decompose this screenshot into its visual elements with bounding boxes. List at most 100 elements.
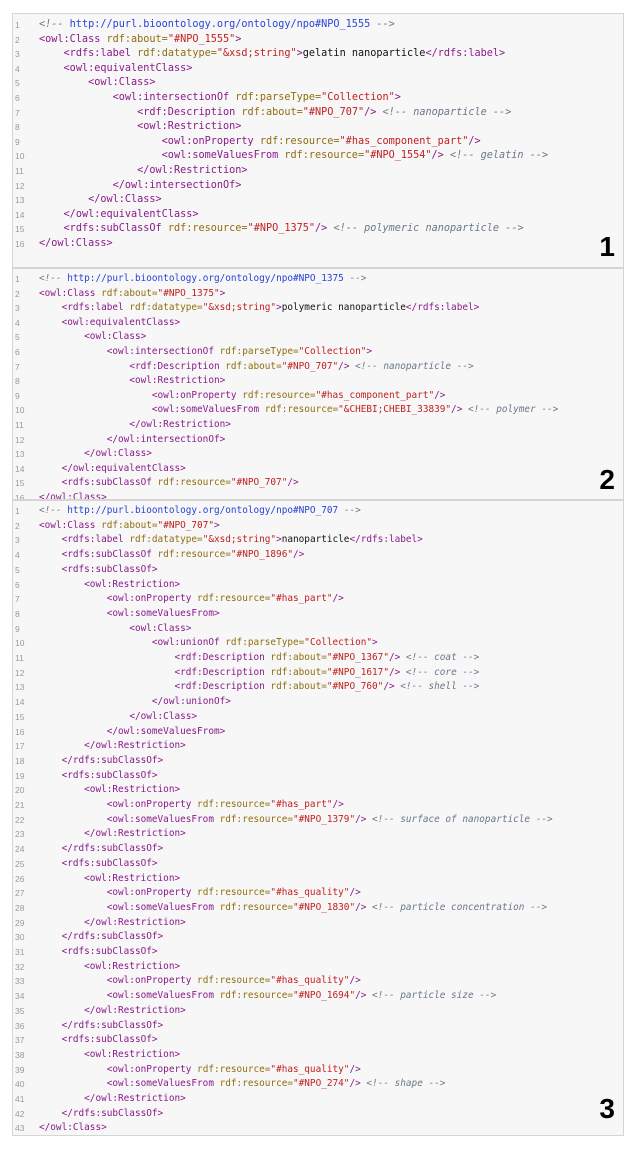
code-panel-1: 1 <!-- http://purl.bioontology.org/ontolo… — [12, 13, 624, 268]
code-line: 8 <owl:someValuesFrom> — [13, 607, 623, 621]
code-token: /> — [451, 404, 463, 416]
line-number: 6 — [15, 579, 20, 590]
code-text: <owl:Restriction> — [39, 872, 180, 886]
code-line: 13 </owl:Class> — [13, 193, 623, 207]
line-number: 15 — [15, 711, 25, 722]
code-token: rdf:parseType= — [219, 346, 299, 357]
code-text: </owl:Restriction> — [39, 418, 231, 432]
code-token: <owl:onProperty — [161, 135, 260, 147]
code-token: </owl:Class> — [84, 448, 152, 460]
code-text: <rdfs:subClassOf> — [39, 563, 158, 577]
line-number: 40 — [15, 1079, 25, 1090]
code-token: "#NPO_1554" — [364, 150, 432, 162]
line-number: 13 — [15, 682, 25, 693]
code-line: 7 <owl:onProperty rdf:resource="#has_par… — [13, 592, 623, 606]
code-text: <rdfs:subClassOf rdf:resource="#NPO_1896… — [39, 548, 305, 562]
code-token: </owl:Class> — [39, 492, 107, 500]
code-text: <owl:someValuesFrom rdf:resource="#NPO_1… — [39, 813, 553, 827]
code-token — [39, 917, 84, 928]
code-line: 4 <owl:equivalentClass> — [13, 316, 623, 330]
code-text: <rdfs:subClassOf rdf:resource="#NPO_707"… — [39, 476, 299, 490]
line-number: 1 — [15, 20, 20, 30]
code-line: 15 <rdfs:subClassOf rdf:resource="#NPO_7… — [13, 476, 623, 490]
code-token — [39, 623, 129, 634]
code-token: "#has_quality" — [270, 975, 350, 987]
code-token: rdf:resource= — [219, 813, 293, 825]
code-line: 8 <owl:Restriction> — [13, 374, 623, 388]
code-token: </owl:Restriction> — [129, 419, 231, 430]
code-token: <owl:Restriction> — [84, 1048, 181, 1060]
code-line: 3 <rdfs:label rdf:datatype="&xsd;string"… — [13, 301, 623, 315]
code-text: </owl:Class> — [39, 193, 162, 207]
code-line: 15 <rdfs:subClassOf rdf:resource="#NPO_1… — [13, 222, 623, 236]
code-token — [39, 1093, 84, 1104]
code-token: <owl:Restriction> — [84, 872, 181, 884]
code-token: </owl:equivalentClass> — [61, 462, 186, 474]
code-line: 9 <owl:onProperty rdf:resource="#has_com… — [13, 135, 623, 149]
code-line: 16</owl:Class> — [13, 237, 623, 251]
line-number: 20 — [15, 785, 25, 796]
code-token: <rdfs:label — [61, 534, 130, 546]
code-token — [39, 667, 174, 678]
code-token: <rdf:Description — [174, 666, 271, 678]
code-text: </owl:Restriction> — [39, 164, 247, 178]
code-panel-2: 1<!-- http://purl.bioontology.org/ontolo… — [12, 268, 624, 500]
code-line: 5 <owl:Class> — [13, 330, 623, 344]
code-token — [39, 637, 152, 648]
code-token: </owl:someValuesFrom> — [106, 725, 226, 737]
code-token: <rdfs:subClassOf> — [61, 769, 158, 781]
code-line: 14 </owl:unionOf> — [13, 695, 623, 709]
code-token: --> — [343, 273, 367, 284]
code-text: <owl:someValuesFrom> — [39, 607, 220, 621]
code-text: </owl:Class> — [39, 447, 152, 461]
code-token — [39, 448, 84, 459]
code-text: </owl:Restriction> — [39, 916, 186, 930]
code-token: <owl:someValuesFrom — [161, 150, 285, 162]
code-token: rdf:resource= — [197, 887, 271, 899]
code-token: <owl:Class — [39, 33, 107, 45]
code-token: <!-- shape --> — [360, 1078, 446, 1090]
line-number: 4 — [15, 550, 20, 561]
line-number: 27 — [15, 888, 25, 899]
line-number: 18 — [15, 755, 25, 766]
line-number: 35 — [15, 1005, 25, 1016]
code-token: "#NPO_1617" — [326, 666, 389, 678]
code-text: <owl:onProperty rdf:resource="#has_part"… — [39, 592, 344, 606]
code-token: <!-- — [39, 19, 70, 30]
code-token — [39, 696, 152, 707]
panel-number-2: 2 — [599, 464, 615, 495]
code-line: 6 <owl:Restriction> — [13, 578, 623, 592]
code-token: <owl:Class — [39, 287, 102, 299]
code-token: <!-- nanoparticle --> — [349, 360, 474, 372]
code-token — [39, 564, 62, 575]
line-number: 12 — [15, 434, 25, 445]
line-number: 8 — [15, 376, 20, 387]
code-token: /> — [355, 901, 367, 913]
code-token: <owl:onProperty — [106, 975, 198, 987]
code-token — [39, 180, 113, 191]
line-number: 3 — [15, 303, 20, 314]
code-token: "&xsd;string" — [202, 534, 277, 546]
code-token: http://purl.bioontology.org/ontology/npo… — [67, 273, 344, 284]
code-token — [39, 136, 162, 147]
code-token: "#NPO_1367" — [326, 652, 389, 663]
code-line: 23 </owl:Restriction> — [13, 827, 623, 841]
code-line: 2<owl:Class rdf:about="#NPO_1375"> — [13, 287, 623, 301]
code-token: "#has_quality" — [270, 887, 350, 899]
code-token: "#NPO_1375" — [247, 223, 316, 235]
code-token: rdf:resource= — [219, 1078, 293, 1090]
code-text: <rdfs:subClassOf> — [39, 769, 158, 783]
code-token: rdf:resource= — [157, 477, 231, 489]
code-token: <owl:Class> — [88, 77, 156, 89]
code-token — [39, 1020, 62, 1031]
code-token: <!-- polymeric nanoparticle --> — [327, 223, 524, 235]
code-token: "#NPO_1375" — [157, 287, 220, 299]
code-token: rdf:about= — [270, 652, 327, 663]
code-token: rdf:resource= — [197, 593, 271, 605]
code-token: <owl:onProperty — [106, 799, 198, 810]
code-text: <!-- http://purl.bioontology.org/ontolog… — [39, 18, 395, 32]
code-token — [39, 346, 107, 357]
code-token: <owl:onProperty — [106, 887, 198, 899]
code-line: 10 <owl:unionOf rdf:parseType="Collectio… — [13, 636, 623, 650]
code-line: 29 </owl:Restriction> — [13, 916, 623, 930]
